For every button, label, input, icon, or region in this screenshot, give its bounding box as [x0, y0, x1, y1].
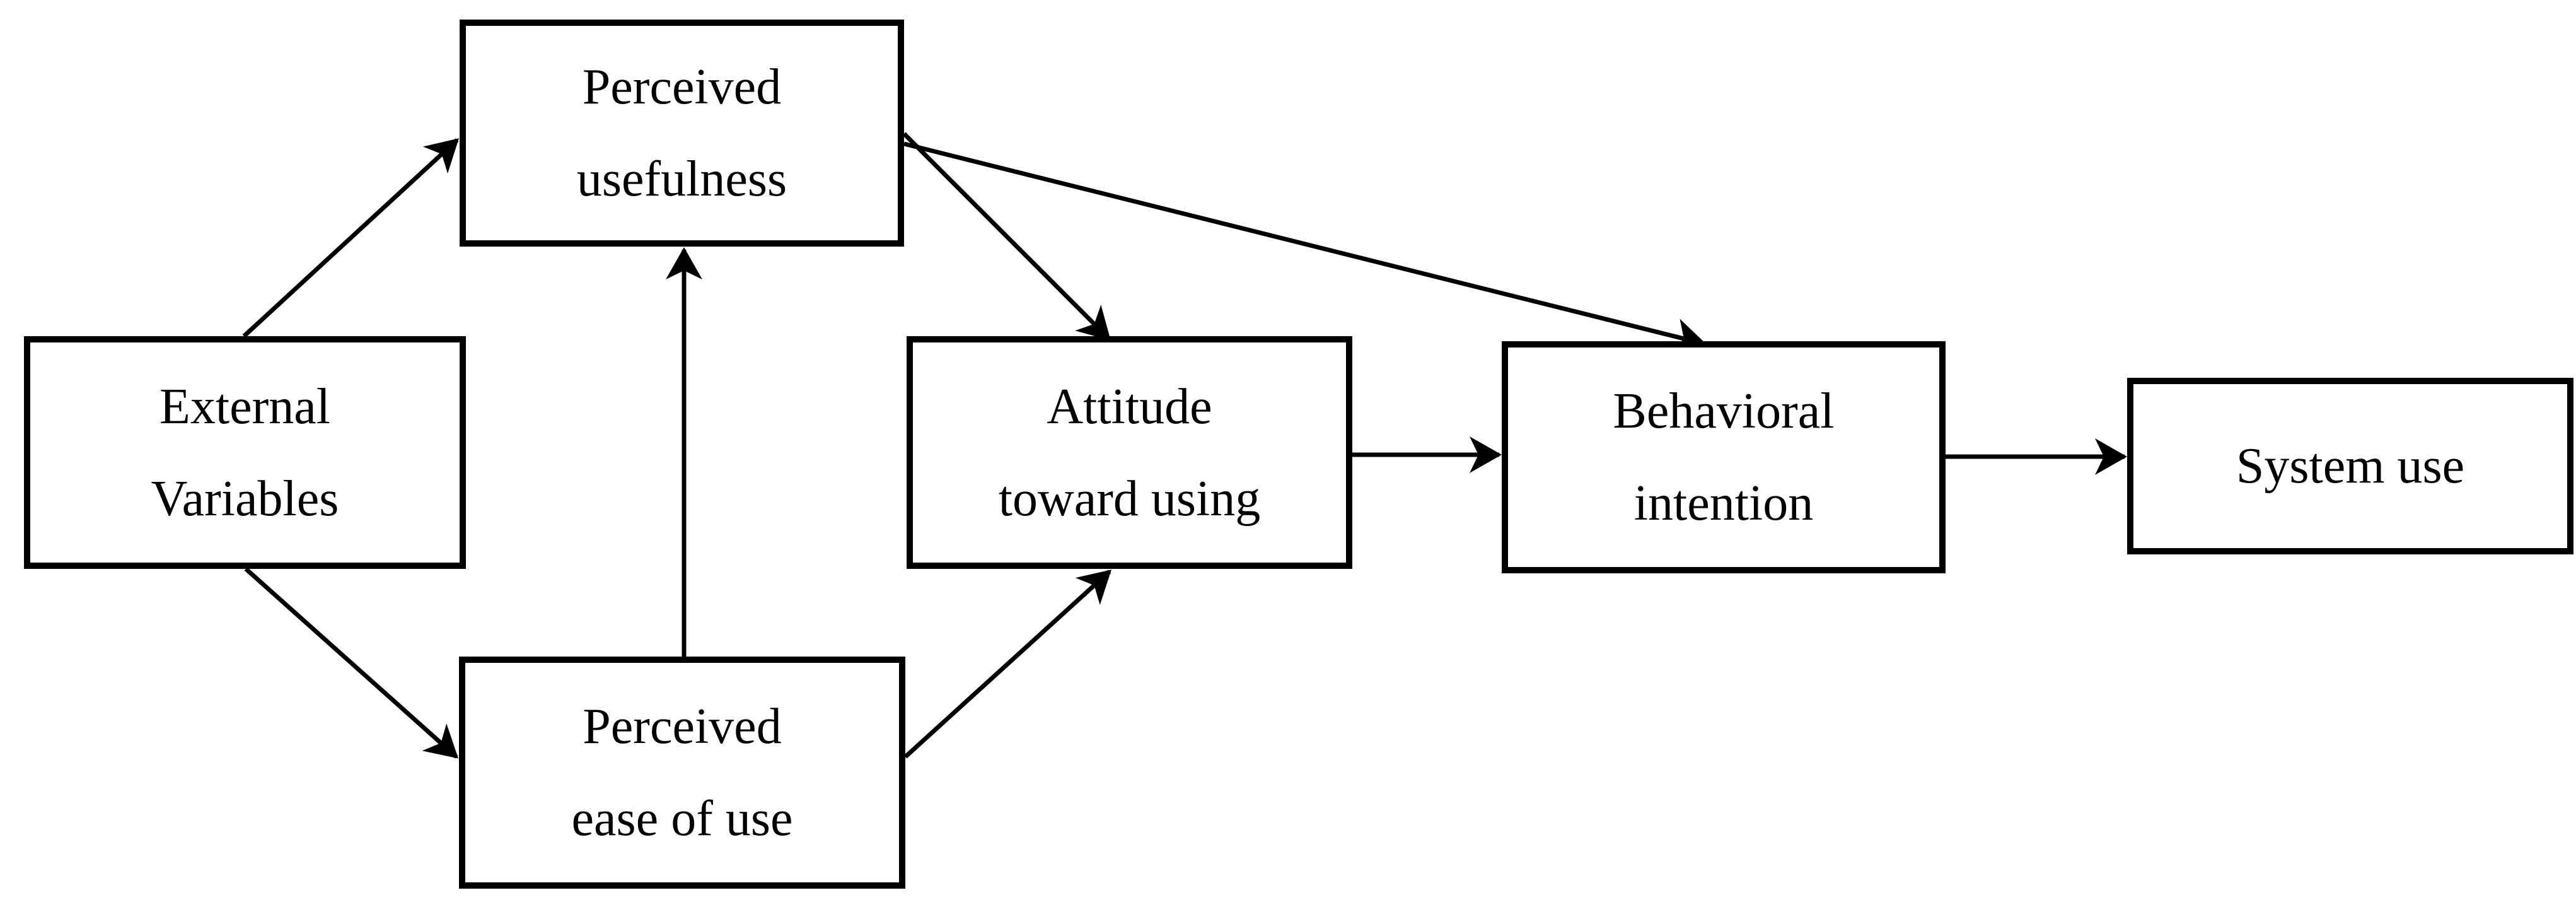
- node-text-line: System use: [2236, 438, 2465, 494]
- arrow-external-variables-to-perceived-usefulness: [242, 138, 459, 338]
- node-text-line: ease of use: [571, 791, 793, 846]
- node-system-use: System use: [2127, 378, 2573, 554]
- arrow-external-variables-to-perceived-ease-of-use: [244, 567, 458, 759]
- node-text-line: intention: [1633, 476, 1814, 531]
- arrow-perceived-usefulness-to-attitude-toward-using: [902, 132, 1111, 341]
- node-text-line: usefulness: [576, 151, 787, 207]
- node-text-line: Behavioral: [1613, 383, 1835, 439]
- node-attitude-toward-using: Attitude toward using: [907, 336, 1352, 569]
- node-text-line: External: [160, 378, 330, 435]
- node-text-line: Variables: [151, 471, 339, 527]
- node-text-line: Perceived: [582, 59, 782, 115]
- node-text-line: Perceived: [583, 699, 782, 754]
- node-behavioral-intention: Behavioral intention: [1502, 341, 1946, 573]
- arrow-perceived-ease-of-use-to-attitude-toward-using: [903, 570, 1111, 759]
- node-external-variables: External Variables: [24, 336, 466, 569]
- node-text-line: toward using: [998, 471, 1261, 527]
- node-perceived-ease-of-use: Perceived ease of use: [459, 657, 905, 889]
- node-text-line: Attitude: [1047, 378, 1212, 435]
- arrow-perceived-usefulness-to-behavioral-intention: [903, 141, 1707, 354]
- node-perceived-usefulness: Perceived usefulness: [460, 20, 904, 247]
